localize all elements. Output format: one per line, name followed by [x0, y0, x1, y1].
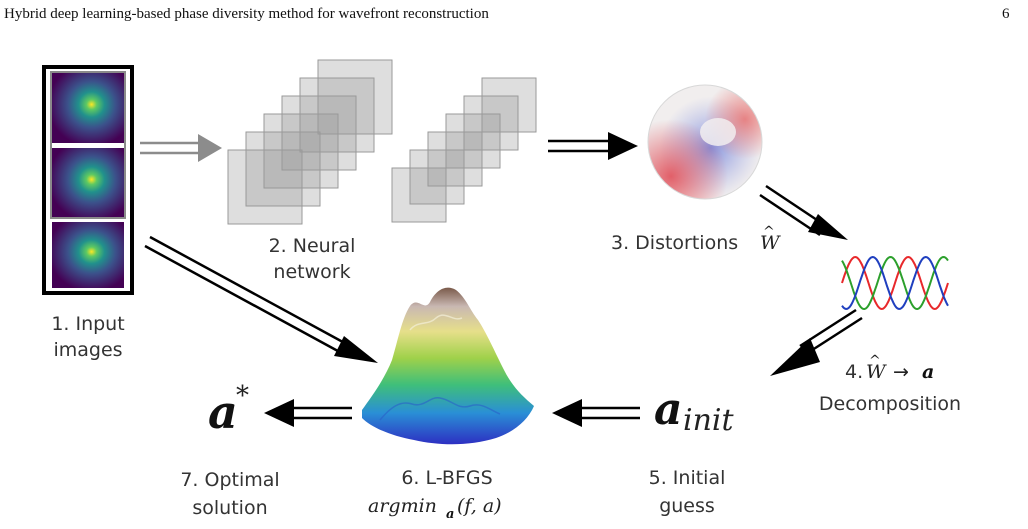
symbol-arrow-4: → — [893, 361, 909, 383]
sine-waves-icon — [841, 255, 949, 311]
symbol-w-hat-3: W — [760, 232, 781, 254]
sine-green — [841, 255, 949, 311]
arrow-lbfgs-to-optimal — [264, 399, 352, 427]
label-argmin-sub: a — [446, 507, 454, 522]
neural-network-layers-b — [391, 77, 537, 223]
neural-network-layers-a — [227, 59, 393, 225]
label-decomposition-prefix: 4. — [845, 361, 863, 383]
input-images-panel — [42, 65, 134, 295]
label-initial-line1: 5. Initial — [649, 467, 726, 489]
label-input-line1: 1. Input — [51, 313, 124, 335]
label-optimal-line2: solution — [192, 497, 267, 519]
arrow-initial-to-lbfgs — [552, 399, 640, 427]
label-argmin: argmin — [368, 495, 437, 517]
hat-accent-3: ^ — [763, 224, 775, 240]
sine-red — [841, 255, 949, 311]
label-argmin-args: (f, a) — [457, 495, 502, 517]
label-decomposition-line2: Decomposition — [819, 393, 961, 415]
symbol-a-star-sup: * — [236, 381, 249, 411]
sine-blue — [841, 255, 949, 311]
symbol-a-init-sub: init — [683, 403, 735, 438]
symbol-w-hat-4: W — [866, 361, 887, 383]
arrow-input-to-lbfgs — [144, 235, 378, 363]
symbol-a-4: a — [922, 361, 934, 383]
arrow-network-to-distortions — [548, 132, 638, 160]
hat-accent-4: ^ — [869, 353, 881, 369]
arrow-input-to-network — [140, 134, 222, 162]
label-input-line2: images — [53, 339, 122, 361]
label-lbfgs: 6. L-BFGS — [401, 467, 492, 489]
page-number: 6 — [1002, 6, 1010, 22]
label-network-line1: 2. Neural — [269, 235, 356, 257]
label-optimal-line1: 7. Optimal — [180, 469, 279, 491]
symbol-a-star-base: a — [208, 385, 238, 439]
loss-surface-3d — [362, 287, 534, 445]
label-initial-line2: guess — [659, 495, 715, 517]
label-network-line2: network — [273, 261, 350, 283]
arrow-decomposition-to-initial — [770, 308, 863, 376]
arrow-distortions-to-decomposition — [759, 184, 848, 240]
symbol-a-init-base: a — [654, 384, 683, 435]
distortion-sphere — [647, 84, 763, 200]
header-title: Hybrid deep learning-based phase diversi… — [4, 6, 489, 22]
label-distortions: 3. Distortions — [611, 232, 738, 254]
